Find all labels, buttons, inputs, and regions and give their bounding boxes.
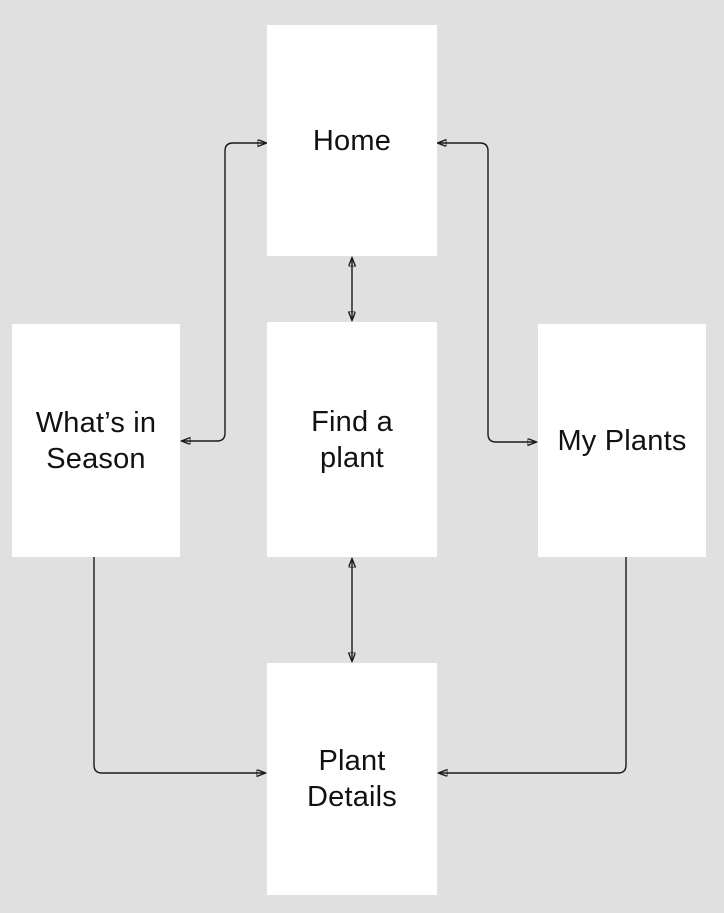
edge-my-plants-plant-details: [439, 557, 627, 773]
node-my-plants[interactable]: My Plants: [538, 324, 706, 557]
node-whats-in-season[interactable]: What’s in Season: [12, 324, 180, 557]
node-whats-in-season-label: What’s in Season: [35, 406, 157, 475]
node-find-a-plant-label: Find a plant: [311, 405, 393, 474]
edge-whats-in-season-plant-details: [93, 557, 265, 773]
node-home-label: Home: [312, 124, 392, 157]
node-plant-details-label: Plant Details: [306, 745, 398, 813]
edge-home-whats-in-season: [182, 143, 266, 441]
node-my-plants-label: My Plants: [557, 424, 687, 457]
node-find-a-plant[interactable]: Find a plant: [267, 322, 437, 557]
edge-home-my-plants: [438, 143, 536, 442]
node-home[interactable]: Home: [267, 25, 437, 256]
node-plant-details[interactable]: Plant Details: [267, 663, 437, 895]
